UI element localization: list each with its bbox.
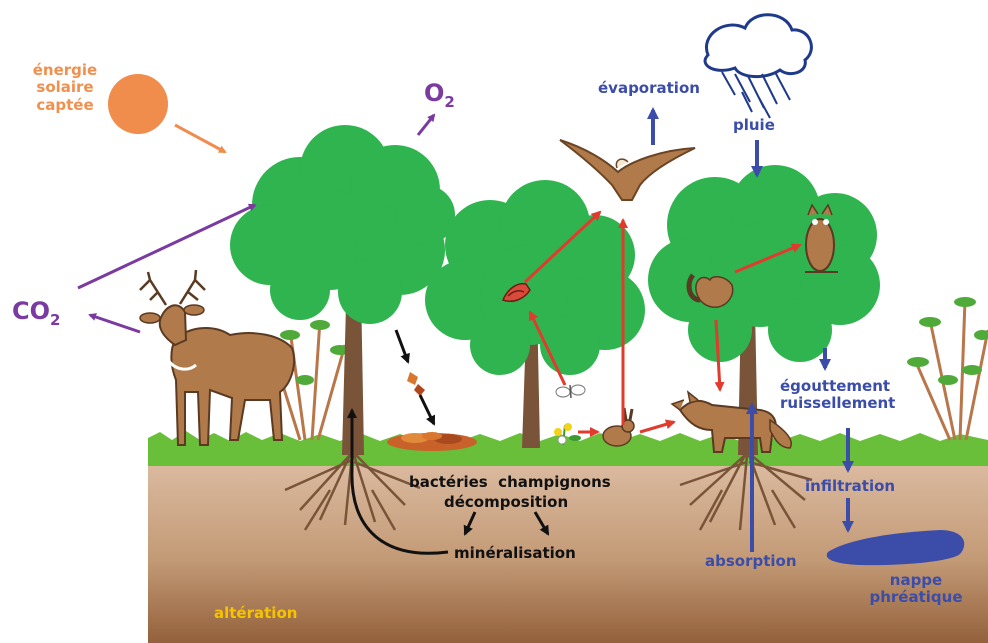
food-arrow-rabbit-fox <box>640 422 674 432</box>
co2-main: CO <box>12 297 50 325</box>
co2-release-arrow <box>90 315 140 332</box>
o2-label: O2 <box>424 80 455 111</box>
butterfly-icon <box>556 385 585 398</box>
weathering-label: altération <box>214 605 297 622</box>
water-table-line-2: phréatique <box>866 589 966 606</box>
co2-sub: 2 <box>50 311 60 329</box>
absorption-label: absorption <box>705 553 797 570</box>
falling-leaf-icon <box>407 372 425 396</box>
decomposition-label: décomposition <box>444 494 568 511</box>
co2-uptake-arrow <box>78 205 255 288</box>
solar-energy-label: énergie solaire captée <box>24 62 106 114</box>
drip-runoff-label: égouttement ruissellement <box>780 378 895 413</box>
o2-main: O <box>424 79 444 107</box>
solar-line-2: solaire <box>24 79 106 96</box>
shrub-icon <box>907 297 988 440</box>
infiltration-label: infiltration <box>805 478 895 495</box>
solar-line-1: énergie <box>24 62 106 79</box>
o2-sub: 2 <box>444 93 454 111</box>
litterfall-arrow-1 <box>396 330 408 362</box>
tree-foliage <box>648 165 880 362</box>
rain-label: pluie <box>733 117 775 134</box>
cloud-rain-icon <box>705 15 811 118</box>
solar-energy-arrow <box>175 125 225 152</box>
water-table-line-1: nappe <box>866 572 966 589</box>
water-table-label: nappe phréatique <box>866 572 966 607</box>
decomposers-label: bactéries champignons <box>409 474 611 491</box>
mineralisation-label: minéralisation <box>454 545 576 562</box>
rabbit-icon <box>603 408 634 446</box>
litterfall-arrow-2 <box>420 395 434 424</box>
evaporation-label: évaporation <box>598 80 700 97</box>
drip-line: égouttement <box>780 378 895 395</box>
solar-line-3: captée <box>24 97 106 114</box>
co2-label: CO2 <box>12 298 60 329</box>
eagle-icon <box>560 140 695 200</box>
runoff-line: ruissellement <box>780 395 895 412</box>
sun-icon <box>108 74 168 134</box>
tree-foliage <box>230 125 455 324</box>
o2-release-arrow <box>418 115 434 135</box>
